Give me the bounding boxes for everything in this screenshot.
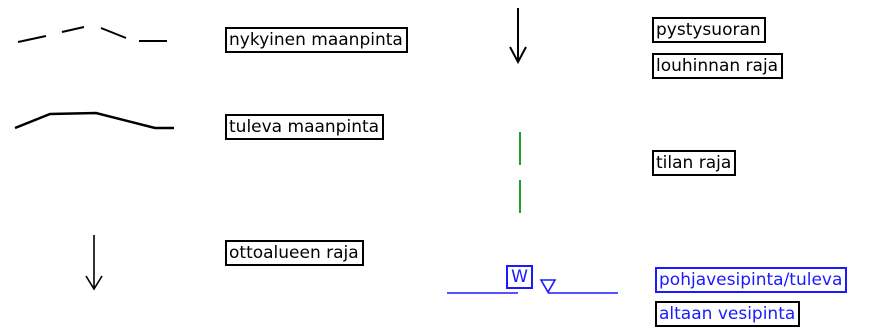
label-extraction-boundary: ottoalueen raja bbox=[225, 240, 364, 266]
label-groundwater-line2: altaan vesipinta bbox=[655, 301, 801, 327]
label-vertical-quarrying-line2: louhinnan raja bbox=[652, 53, 784, 79]
water-symbol-box: W bbox=[506, 265, 533, 289]
label-current-ground: nykyinen maanpinta bbox=[225, 27, 408, 53]
groundwater-symbol bbox=[447, 279, 618, 294]
label-property-boundary: tilan raja bbox=[652, 150, 737, 176]
future-ground-symbol bbox=[14, 111, 174, 130]
label-groundwater-line1: pohjavesipinta/tuleva bbox=[655, 267, 848, 293]
label-vertical-quarrying-line1: pystysuoran bbox=[652, 17, 766, 43]
extraction-boundary-arrow-icon bbox=[85, 235, 103, 291]
label-future-ground: tuleva maanpinta bbox=[225, 114, 385, 140]
water-level-triangle-icon bbox=[539, 279, 557, 294]
current-ground-symbol bbox=[17, 26, 167, 43]
vertical-quarrying-arrow-icon bbox=[509, 8, 527, 65]
